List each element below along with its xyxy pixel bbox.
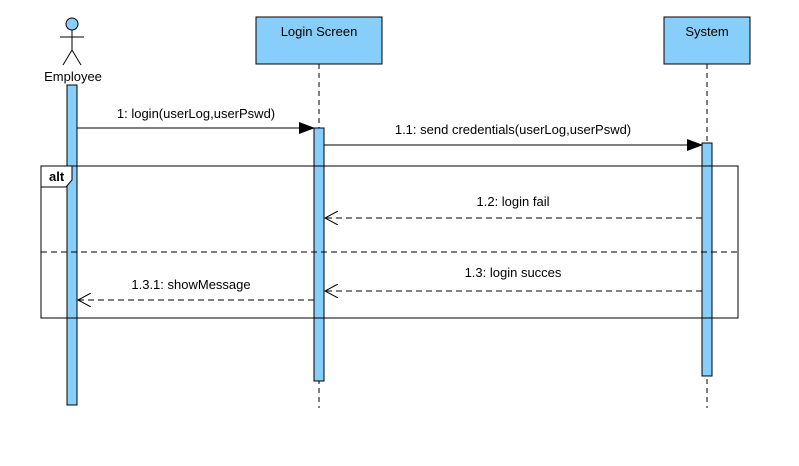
alt-fragment[interactable]: alt (40, 165, 739, 319)
message-label: 1.1: send credentials(userLog,userPswd) (395, 122, 631, 137)
message-label: 1.2: login fail (477, 194, 550, 209)
actor-employee[interactable]: Employee (44, 17, 102, 84)
participant-label: Login Screen (281, 24, 358, 39)
stick-figure-actor-icon (60, 17, 84, 66)
message-label: 1.3: login succes (465, 265, 562, 280)
activation-bar-login-screen[interactable] (313, 127, 325, 382)
message-label: 1.3.1: showMessage (131, 277, 250, 292)
message-send-credentials[interactable]: 1.1: send credentials(userLog,userPswd) (324, 122, 703, 151)
activation-bar-system[interactable] (701, 142, 713, 377)
message-label: 1: login(userLog,userPswd) (117, 106, 275, 121)
message-show-message[interactable]: 1.3.1: showMessage (78, 277, 314, 300)
participant-label: System (685, 24, 728, 39)
fragment-operator-label: alt (49, 169, 65, 184)
message-login-fail[interactable]: 1.2: login fail (325, 194, 702, 218)
participant-system[interactable]: System (663, 16, 751, 65)
message-login[interactable]: 1: login(userLog,userPswd) (77, 106, 315, 134)
message-login-success[interactable]: 1.3: login succes (325, 265, 702, 291)
fragment-operator-tab (40, 165, 73, 188)
participant-login-screen[interactable]: Login Screen (255, 16, 383, 65)
actor-name: Employee (44, 69, 102, 84)
activation-bar-employee[interactable] (66, 84, 78, 406)
